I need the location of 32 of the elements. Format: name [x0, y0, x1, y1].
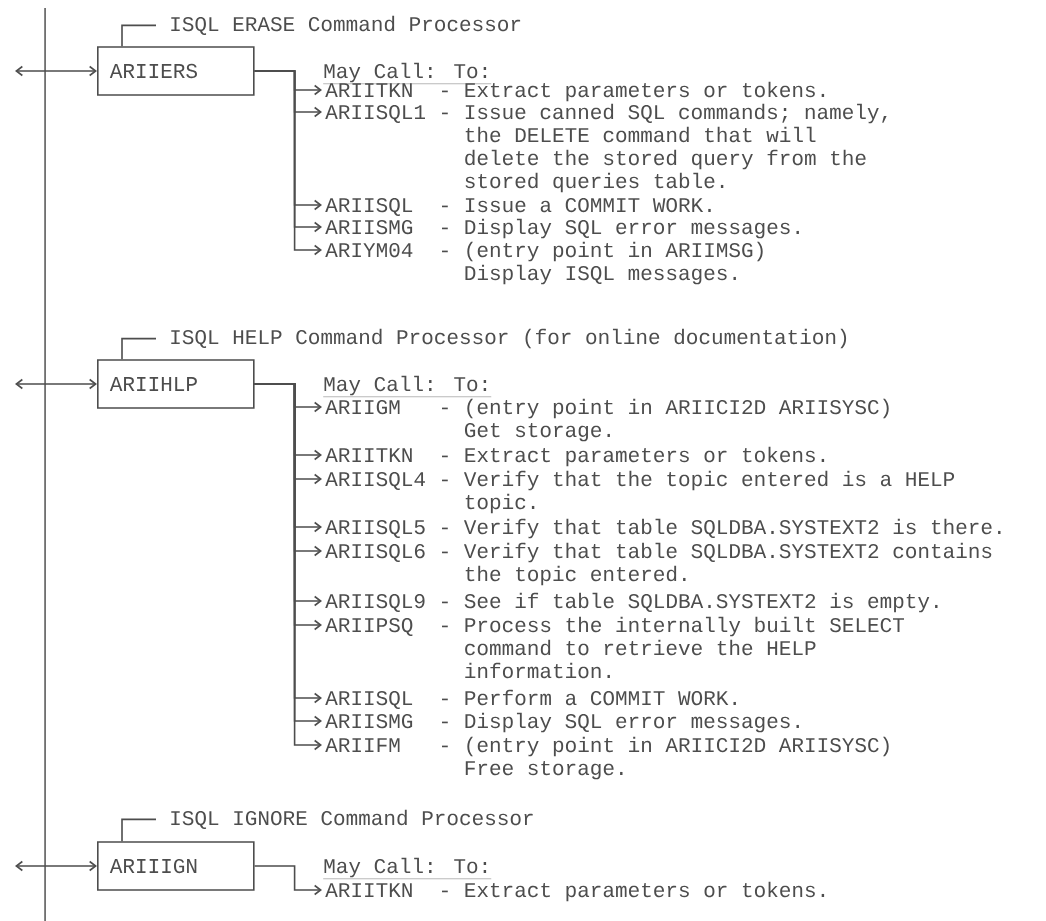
module-box: ARIIERS — [97, 46, 255, 96]
module-entry: ARIYM04 - (entry point in ARIIMSG) Display ISQL messages. — [325, 241, 763, 285]
heading-text: ISQL HELP Command Processor (for online documentation) — [171, 328, 847, 349]
module-entry: ARIISQL - Issue a COMMIT WORK. — [325, 197, 711, 216]
double-arrow — [15, 65, 97, 77]
module-entry: ARIIPSQ - Process the internally built SELECT command to retrieve the HELP information. — [325, 616, 904, 679]
column-header: May Call: To: — [323, 857, 492, 879]
call-arrow — [253, 865, 322, 896]
leader-line — [121, 818, 157, 842]
module-entry: ARIIFM - (entry point in ARIICI2D ARIISYSC) Free storage. — [325, 736, 889, 780]
module-entry: ARIISQL5 - Verify that table SQLDBA.SYSTEXT2 is there. — [325, 518, 1001, 539]
heading-text: ISQL IGNORE Command Processor — [171, 809, 533, 829]
module-entry: ARIISMG - Display SQL error messages. — [325, 712, 799, 733]
module-entry: ARIITKN - Extract parameters or tokens. — [325, 446, 825, 467]
leader-line — [121, 337, 157, 360]
double-arrow — [15, 378, 97, 390]
module-entry: ARIISMG - Display SQL error messages. — [325, 218, 799, 239]
module-entry: ARIISQL1 - Issue canned SQL commands; namely, the DELETE command that will delete the stored query from the stored queries table. — [325, 103, 887, 193]
module-entry: ARIISQL9 - See if table SQLDBA.SYSTEXT2 is empty. — [325, 592, 938, 613]
column-header: May Call: To: — [323, 375, 492, 397]
leader-line — [121, 24, 157, 47]
module-entry: ARIITKN - Extract parameters or tokens. — [325, 81, 825, 102]
heading-text: ISQL ERASE Command Processor — [171, 15, 521, 35]
column-header: May Call: To: — [323, 62, 492, 84]
module-box: ARIIIGN — [97, 841, 255, 891]
module-entry: ARIISQL6 - Verify that table SQLDBA.SYSTEXT2 contains the topic entered. — [325, 542, 992, 586]
module-entry: ARIISQL - Perform a COMMIT WORK. — [325, 689, 736, 709]
module-entry: ARIIGM - (entry point in ARIICI2D ARIISYSC) Get storage. — [325, 398, 889, 442]
module-entry: ARIITKN - Extract parameters or tokens. — [325, 881, 825, 902]
double-arrow — [15, 860, 97, 872]
module-entry: ARIISQL4 - Verify that the topic entered is a HELP topic. — [325, 470, 955, 514]
module-box: ARIIHLP — [97, 359, 255, 409]
